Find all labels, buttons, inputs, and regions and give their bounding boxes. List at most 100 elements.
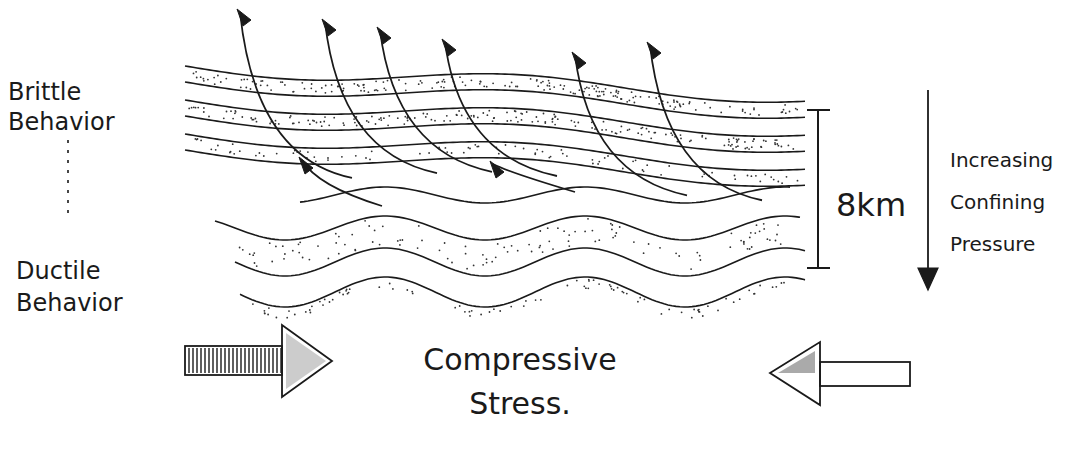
stipple-dot xyxy=(398,79,400,81)
stipple-dot xyxy=(610,286,612,288)
stipple-dot xyxy=(751,175,753,177)
stipple-dot xyxy=(536,149,538,151)
stipple-dot xyxy=(313,156,315,158)
stipple-dot xyxy=(250,117,252,119)
stipple-dot xyxy=(626,101,628,103)
stipple-dot xyxy=(523,148,525,150)
stipple-dot xyxy=(750,232,752,234)
hatch-stroke xyxy=(192,348,193,373)
stipple-dot xyxy=(275,246,277,248)
stipple-dot xyxy=(567,285,569,287)
stipple-dot xyxy=(789,111,791,113)
stipple-dot xyxy=(597,96,599,98)
stipple-dot xyxy=(604,157,606,159)
stipple-dot xyxy=(355,250,357,252)
stipple-dot xyxy=(574,93,576,95)
stipple-dot xyxy=(697,309,699,311)
stipple-dot xyxy=(622,168,624,170)
stipple-dot xyxy=(328,258,330,260)
stipple-dot xyxy=(777,224,779,226)
stipple-dot xyxy=(378,286,380,288)
stipple-dot xyxy=(677,101,679,103)
stipple-dot xyxy=(405,83,407,85)
stipple-dot xyxy=(598,161,600,163)
stipple-dot xyxy=(337,86,339,88)
stipple-dot xyxy=(504,85,506,87)
stipple-dot xyxy=(743,241,745,243)
stipple-dot xyxy=(255,155,257,157)
stipple-dot xyxy=(605,129,607,131)
stipple-dot xyxy=(612,237,614,239)
stipple-dot xyxy=(324,116,326,118)
stipple-dot xyxy=(451,152,453,154)
stipple-dot xyxy=(767,238,769,240)
stipple-dot xyxy=(470,115,472,117)
stipple-dot xyxy=(225,78,227,80)
stipple-dot xyxy=(456,114,458,116)
stipple-dot xyxy=(635,95,637,97)
hatch-stroke xyxy=(248,348,249,373)
fault-arrowhead xyxy=(647,42,661,59)
stipple-dot xyxy=(492,82,494,84)
stipple-dot xyxy=(482,112,484,114)
stipple-dot xyxy=(749,237,751,239)
stipple-dot xyxy=(796,109,798,111)
stipple-dot xyxy=(776,143,778,145)
stipple-dot xyxy=(264,313,266,315)
stipple-dot xyxy=(420,80,422,82)
stipple-dot xyxy=(276,317,278,319)
stipple-dot xyxy=(343,124,345,126)
stipple-dot xyxy=(467,118,469,120)
stipple-dot xyxy=(763,140,765,142)
hatch-stroke xyxy=(268,348,269,373)
stipple-dot xyxy=(208,116,210,118)
stipple-dot xyxy=(658,103,660,105)
stipple-dot xyxy=(379,244,381,246)
stipple-dot xyxy=(268,307,270,309)
stipple-dot xyxy=(598,91,600,93)
stipple-dot xyxy=(548,80,550,82)
stipple-dot xyxy=(267,85,269,87)
hatch-stroke xyxy=(264,348,265,373)
hatch-stroke xyxy=(224,348,225,373)
stipple-dot xyxy=(542,251,544,253)
thrust-fault xyxy=(302,160,382,206)
stipple-dot xyxy=(246,78,248,80)
stipple-dot xyxy=(388,115,390,117)
stipple-dot xyxy=(554,116,556,118)
stipple-dot xyxy=(672,134,674,136)
stipple-dot xyxy=(252,254,254,256)
stipple-dot xyxy=(561,149,563,151)
stipple-dot xyxy=(542,81,544,83)
sandstone-stipple xyxy=(193,71,799,116)
stipple-dot xyxy=(540,82,542,84)
stipple-dot xyxy=(598,283,600,285)
stipple-dot xyxy=(690,268,692,270)
stipple-dot xyxy=(351,234,353,236)
stipple-dot xyxy=(451,262,453,264)
stipple-dot xyxy=(493,117,495,119)
stipple-dot xyxy=(456,114,458,116)
stipple-dot xyxy=(440,86,442,88)
hatch-stroke xyxy=(276,348,277,373)
stipple-dot xyxy=(734,178,736,180)
stipple-dot xyxy=(637,132,639,134)
stipple-dot xyxy=(459,76,461,78)
stipple-dot xyxy=(536,80,538,82)
stress-arrowhead-shading xyxy=(778,351,815,373)
scale-bar xyxy=(807,110,830,268)
stipple-dot xyxy=(200,140,202,142)
stipple-dot xyxy=(781,111,783,113)
stipple-dot xyxy=(320,121,322,123)
stipple-dot xyxy=(507,251,509,253)
stipple-dot xyxy=(635,159,637,161)
stipple-dot xyxy=(404,116,406,118)
stipple-dot xyxy=(756,224,758,226)
stipple-dot xyxy=(599,95,601,97)
stipple-dot xyxy=(691,317,693,319)
stipple-dot xyxy=(323,121,325,123)
stress-arrowhead xyxy=(282,325,332,397)
stipple-dot xyxy=(321,125,323,127)
fault-arrowhead xyxy=(237,9,251,26)
